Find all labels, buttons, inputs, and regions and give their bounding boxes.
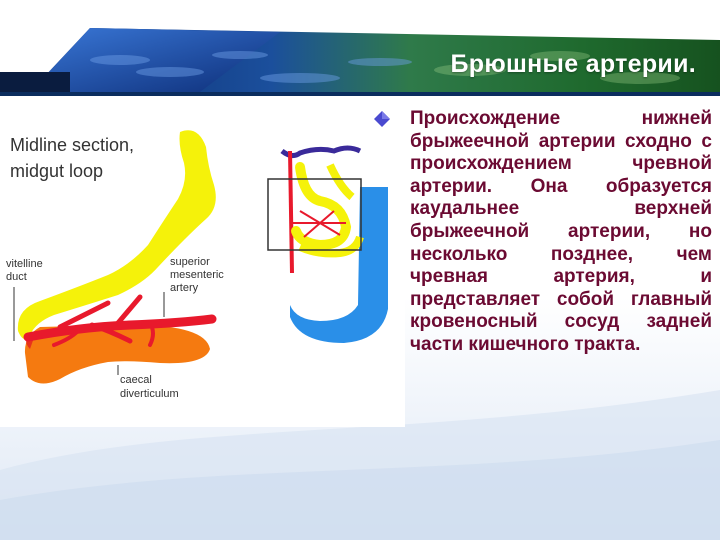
figure-heading-line1: Midline section, (10, 135, 134, 155)
background-glow (0, 390, 720, 540)
body-paragraph: Происхождение нижней брыжеечной артерии … (410, 108, 712, 355)
diamond-bullet-icon (374, 111, 390, 127)
label-sma-line3: artery (170, 282, 199, 294)
caecal-diverticulum (24, 324, 210, 384)
label-vitelline-line2: duct (6, 271, 27, 283)
slide-title: Брюшные артерии. (450, 50, 696, 78)
label-sma-line2: mesenteric (170, 269, 224, 281)
superior-mesenteric-artery (23, 294, 217, 347)
label-caecal-line1: caecal (120, 374, 152, 386)
inset-diagram (267, 145, 388, 343)
label-vitelline-line1: vitelline (6, 258, 43, 270)
embryo-diagram: Midline section, midgut loop vitelline d… (0, 127, 405, 427)
label-sma-line1: superior (170, 256, 210, 268)
midgut-loop (17, 130, 216, 340)
figure-heading-line2: midgut loop (10, 161, 103, 181)
title-banner (0, 0, 720, 100)
label-caecal-line2: diverticulum (120, 388, 179, 400)
